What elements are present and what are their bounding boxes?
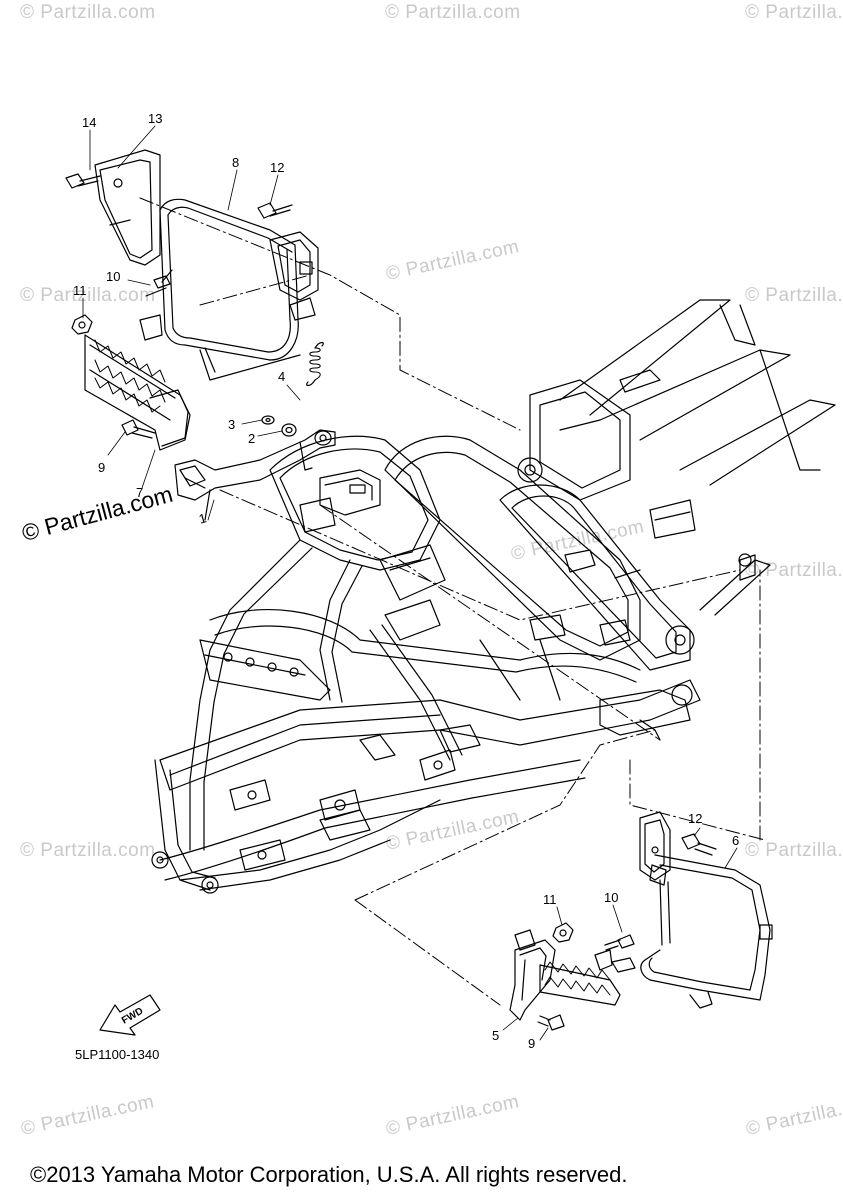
part-4-spring bbox=[306, 341, 324, 387]
watermark-text: © Partzilla.com bbox=[20, 2, 156, 23]
copyright-footer: ©2013 Yamaha Motor Corporation, U.S.A. A… bbox=[30, 1162, 628, 1187]
part-11-nut-right bbox=[552, 922, 574, 943]
callout-10-top: 10 bbox=[106, 269, 121, 284]
part-9-bolt-top bbox=[121, 419, 156, 439]
callout-6: 6 bbox=[732, 833, 740, 848]
callout-10-right: 10 bbox=[604, 890, 619, 905]
watermark-text: © Partzilla.com bbox=[20, 285, 156, 306]
part-11-nut-top bbox=[71, 314, 93, 335]
watermark-text: © Partzilla.com bbox=[20, 840, 156, 861]
part-14-bolt bbox=[65, 173, 101, 189]
part-12-bolt-right bbox=[681, 833, 717, 856]
fwd-arrow-icon: FWD bbox=[99, 994, 161, 1036]
callout-7: 7 bbox=[136, 485, 144, 500]
part-12-bolt-top bbox=[257, 202, 293, 219]
callout-9-bottom: 9 bbox=[528, 1036, 536, 1051]
part-5-footrest bbox=[509, 929, 636, 1021]
part-6-guard bbox=[639, 811, 773, 1009]
callout-4: 4 bbox=[278, 369, 286, 384]
callout-leaders bbox=[82, 125, 738, 1041]
callout-11-right: 11 bbox=[543, 892, 557, 907]
diagram-code: 5LP1100-1340 bbox=[75, 1047, 160, 1062]
watermark-text: © Partzilla.com bbox=[745, 840, 843, 861]
watermark-text: © Partzilla.com bbox=[745, 2, 843, 23]
callout-3: 3 bbox=[228, 417, 236, 432]
frame-assembly bbox=[151, 299, 836, 894]
callout-9-top: 9 bbox=[98, 460, 106, 475]
callout-8: 8 bbox=[232, 155, 240, 170]
part-8-guard bbox=[159, 198, 319, 381]
callout-12-right: 12 bbox=[688, 811, 703, 826]
callout-12-top: 12 bbox=[270, 160, 285, 175]
callout-11-top: 11 bbox=[73, 283, 87, 298]
callout-14: 14 bbox=[82, 115, 97, 130]
part-2-collar bbox=[281, 423, 297, 437]
callout-5: 5 bbox=[492, 1028, 500, 1043]
leader-lines bbox=[139, 197, 766, 1006]
callout-13: 13 bbox=[148, 111, 163, 126]
part-1-brake-pedal bbox=[174, 429, 336, 521]
part-3-washer bbox=[261, 415, 275, 425]
part-13-bracket bbox=[94, 149, 161, 266]
part-10-bolt-top bbox=[145, 269, 173, 297]
callout-2: 2 bbox=[248, 431, 256, 446]
part-10-bolt-right bbox=[604, 934, 635, 951]
part-7-footrest bbox=[84, 314, 191, 451]
watermark-text: © Partzilla.com bbox=[385, 2, 521, 23]
part-9-bolt-bottom bbox=[537, 1014, 565, 1031]
watermark-text: © Partzilla.com bbox=[745, 285, 843, 306]
